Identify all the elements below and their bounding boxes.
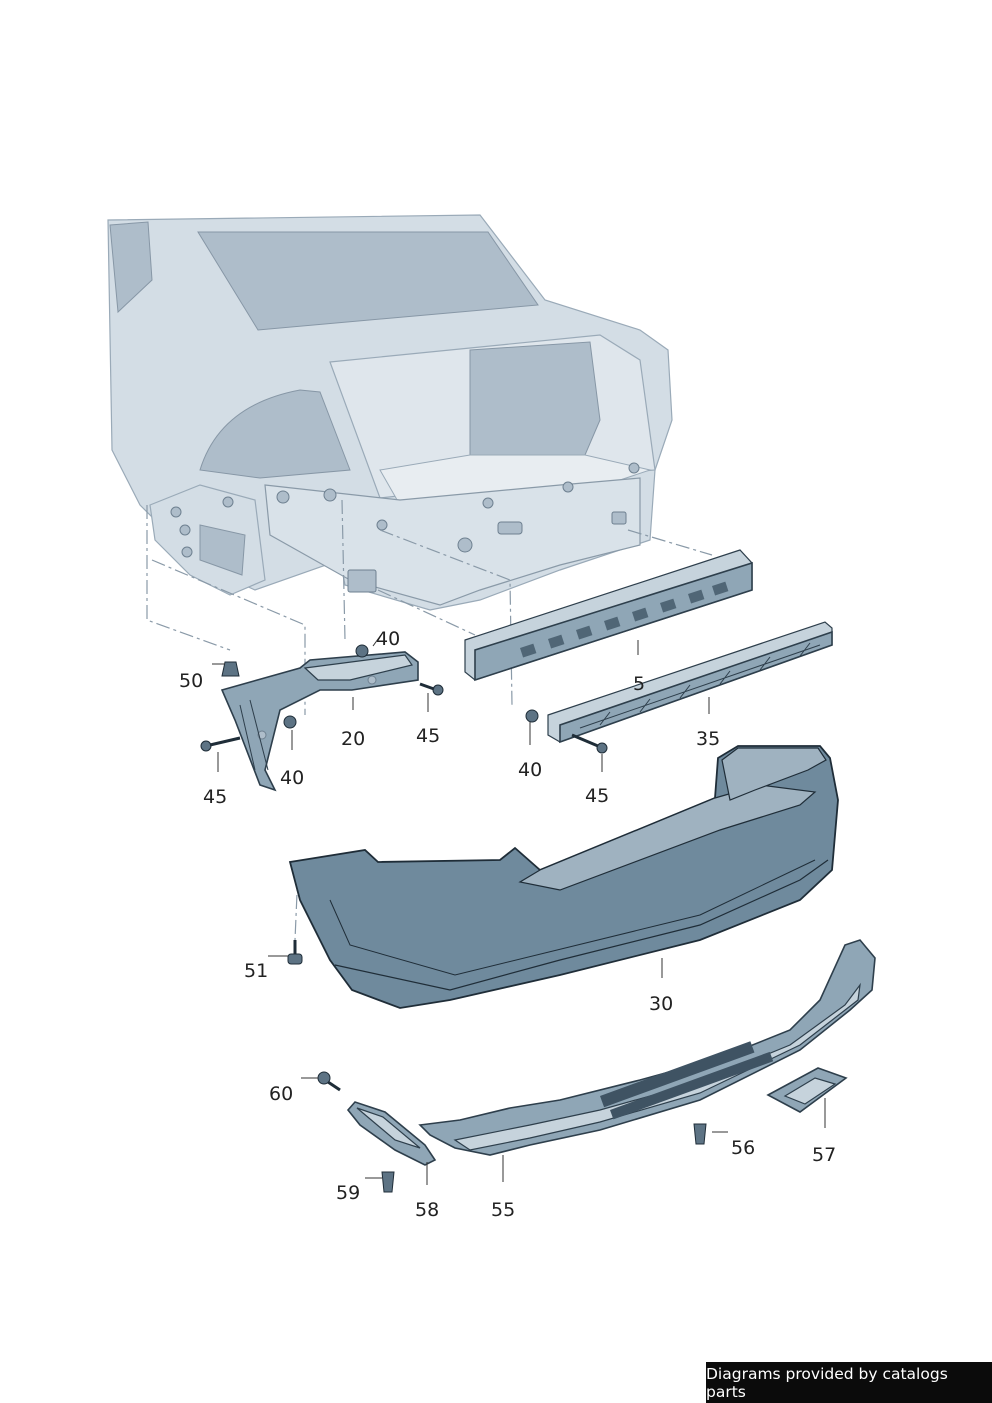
clip-56 [693,1123,707,1145]
credit-text: Diagrams provided by catalogs parts [706,1364,948,1401]
clip-50 [221,661,240,677]
callout-55: 55 [491,1199,515,1221]
car-body-rear [107,214,673,611]
part-30-bumper-cover [288,745,839,1009]
callout-20: 20 [341,728,365,750]
callout-51: 51 [244,960,268,982]
callout-45-right: 45 [585,785,609,807]
leader-lines [212,634,826,1185]
callout-labels: 5 20 30 35 40 40 40 45 45 45 50 51 55 56… [179,628,836,1221]
callout-59: 59 [336,1182,360,1204]
callout-40-left: 40 [280,767,304,789]
callout-35: 35 [696,728,720,750]
nut-40a [355,644,369,658]
callout-40-top: 40 [376,628,400,650]
callout-5: 5 [633,673,645,695]
callout-56: 56 [731,1137,755,1159]
callout-60: 60 [269,1083,293,1105]
nut-40b [283,715,297,729]
clip-59 [381,1171,395,1193]
part-5-impact-absorber [464,549,753,682]
callout-45-bracket: 45 [416,725,440,747]
part-20-side-bracket [220,651,419,792]
screw-51 [287,940,303,965]
callout-58: 58 [415,1199,439,1221]
part-57-trim-cover [766,1067,848,1113]
screw-45a [200,736,241,752]
callout-57: 57 [812,1144,836,1166]
screw-60 [317,1071,341,1092]
fasteners [200,644,707,1193]
credit-banner: Diagrams provided by catalogs parts [706,1362,992,1403]
part-35-reinforcement-rail [547,621,833,744]
part-55-lower-valance [418,939,876,1156]
part-58-trim-strip [346,1101,437,1166]
callout-40-right: 40 [518,759,542,781]
screw-45b [419,682,444,696]
callout-45-left: 45 [203,786,227,808]
callout-50: 50 [179,670,203,692]
nut-40c [525,709,539,723]
callout-30: 30 [649,993,673,1015]
screw-45c [571,733,608,754]
